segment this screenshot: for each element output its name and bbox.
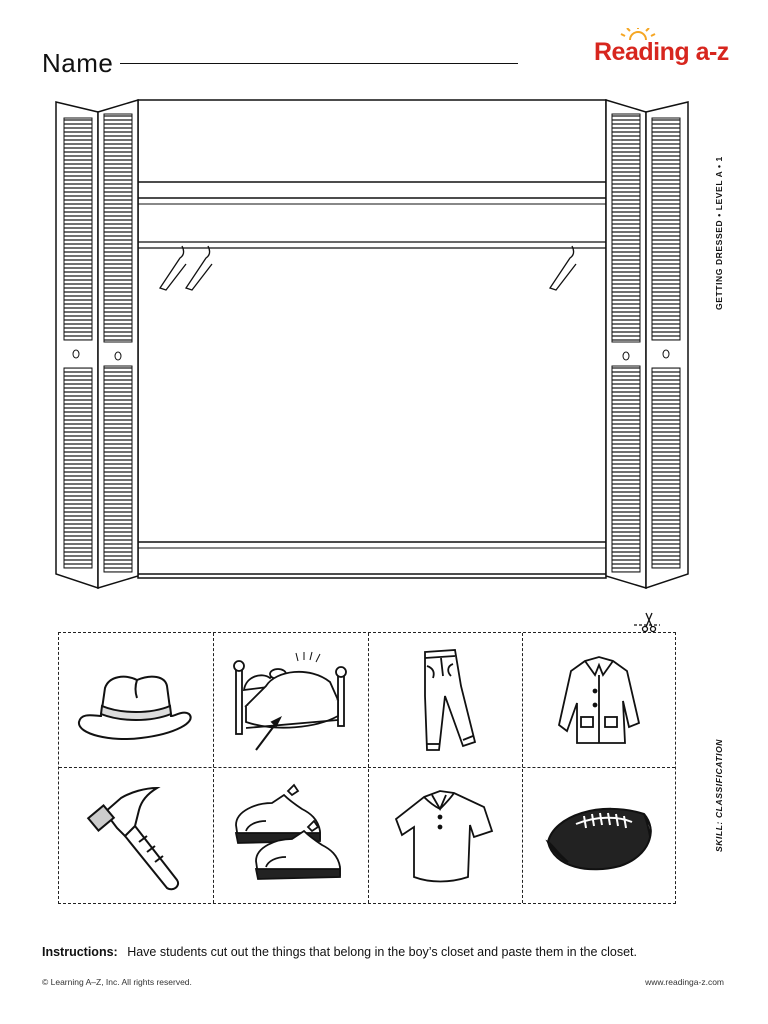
closet-illustration bbox=[54, 98, 690, 590]
football-icon bbox=[545, 807, 652, 870]
instructions-text: Have students cut out the things that be… bbox=[127, 945, 638, 959]
sun-icon bbox=[620, 28, 656, 41]
cutout-shirt[interactable] bbox=[368, 768, 523, 903]
instructions-label: Instructions: bbox=[42, 945, 118, 959]
cutout-shoes[interactable] bbox=[214, 768, 369, 903]
bed-icon bbox=[232, 651, 347, 751]
instructions: Instructions: Have students cut out the … bbox=[42, 945, 637, 959]
grid-divider bbox=[368, 633, 369, 903]
grid-divider bbox=[213, 633, 214, 903]
cutout-hammer[interactable] bbox=[59, 768, 214, 903]
pants-icon bbox=[424, 648, 477, 751]
cutout-hat[interactable] bbox=[59, 633, 214, 768]
shirt-icon bbox=[395, 789, 494, 882]
logo-text: Reading a-z bbox=[594, 38, 729, 66]
hammer-icon bbox=[87, 786, 180, 890]
reading-az-logo: Reading a-z bbox=[594, 28, 729, 72]
cutout-coat[interactable] bbox=[523, 633, 678, 768]
shoes-icon bbox=[234, 783, 341, 880]
grid-divider bbox=[522, 633, 523, 903]
website-link[interactable]: www.readinga-z.com bbox=[645, 977, 724, 987]
scissors-icon bbox=[632, 611, 662, 633]
name-label: Name bbox=[42, 48, 114, 78]
name-row: Name bbox=[42, 36, 113, 76]
cutout-grid bbox=[58, 632, 676, 904]
copyright: © Learning A–Z, Inc. All rights reserved… bbox=[42, 977, 192, 987]
cutout-pants[interactable] bbox=[368, 633, 523, 768]
skill-label: SKILL: CLASSIFICATION bbox=[714, 738, 724, 852]
coat-icon bbox=[557, 655, 640, 744]
grid-divider bbox=[59, 767, 675, 768]
level-label: GETTING DRESSED • LEVEL A • 1 bbox=[714, 156, 724, 310]
name-line bbox=[120, 63, 518, 64]
cutout-football[interactable] bbox=[523, 768, 678, 903]
cutout-bed[interactable] bbox=[214, 633, 369, 768]
hat-icon bbox=[78, 675, 192, 740]
